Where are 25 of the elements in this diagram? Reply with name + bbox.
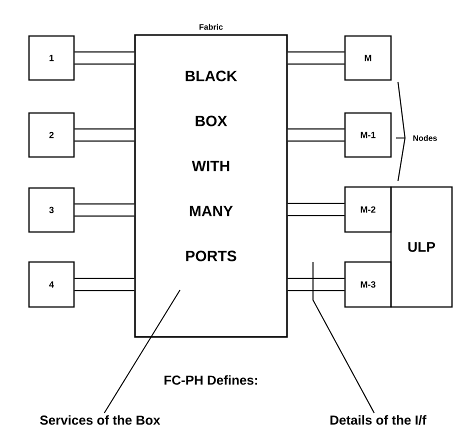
port-box: 2 [28, 112, 75, 158]
link-line [74, 278, 134, 292]
port-box: M-2 [344, 186, 392, 233]
port-box: 3 [28, 187, 75, 233]
link-line [288, 128, 344, 142]
link-line [288, 51, 344, 65]
box-heading: Fabric [200, 24, 223, 30]
port-box: 1 [28, 35, 75, 81]
port-box: M-3 [344, 261, 392, 308]
link-line [288, 278, 344, 292]
caption-text: Details of the I/f [330, 415, 426, 425]
link-line [288, 202, 344, 216]
leader-line [312, 262, 375, 414]
label-text: FC-PH Defines: [164, 375, 258, 385]
leader-line [104, 290, 180, 414]
label-text: Nodes [413, 135, 437, 141]
port-box: 4 [28, 261, 75, 308]
port-box: ULP [390, 186, 453, 308]
fabric-box: BLACK BOX WITH MANY PORTS [134, 34, 288, 338]
port-box: M [344, 35, 392, 81]
caption-text: Services of the Box [40, 415, 160, 425]
link-line [74, 203, 134, 217]
link-line [74, 128, 134, 142]
link-line [74, 51, 134, 65]
port-box: M-1 [344, 112, 392, 158]
